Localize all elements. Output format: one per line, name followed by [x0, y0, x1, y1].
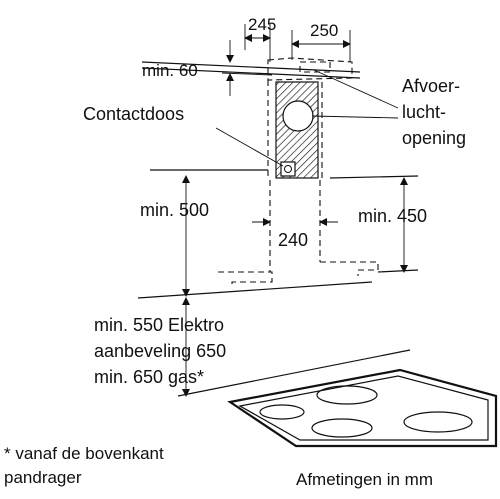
footnote-line2: pandrager	[4, 468, 82, 487]
min-500-label: min. 500	[140, 200, 209, 220]
exhaust-label-line1: Afvoer-	[402, 76, 460, 96]
exhaust-label-line3: opening	[402, 128, 466, 148]
ceiling	[141, 61, 361, 79]
dim-250-label: 250	[310, 21, 338, 40]
socket-label: Contactdoos	[83, 104, 184, 124]
clearance-label-line2: aanbeveling 650	[94, 341, 226, 361]
dim-240-label: 240	[278, 230, 308, 250]
hood-bottom-line	[137, 281, 373, 299]
top-dimensions	[244, 24, 351, 62]
exhaust-opening-icon	[282, 100, 314, 132]
min-450-dimension	[377, 177, 419, 273]
dim-245-label: 245	[248, 15, 276, 34]
chimney-duct	[267, 80, 323, 179]
chimney-cap	[267, 57, 353, 81]
burner-icon	[316, 385, 378, 405]
footnote-line1: * vanaf de bovenkant	[4, 444, 164, 463]
burner-icon	[311, 418, 373, 438]
burner-icon	[403, 411, 473, 433]
min-60-dimension	[221, 40, 273, 96]
units-label: Afmetingen in mm	[296, 470, 433, 489]
exhaust-label-line2: lucht-	[402, 102, 446, 122]
reference-lines	[150, 169, 419, 179]
cooktop	[177, 349, 498, 448]
burner-icon	[259, 404, 305, 420]
min-60-label: min. 60	[142, 61, 198, 80]
min-450-label: min. 450	[358, 206, 427, 226]
leader-lines	[215, 69, 399, 167]
clearance-label-line3: min. 650 gas*	[94, 367, 204, 387]
labels: 245 250 min. 60 Afvoer- lucht- opening C…	[4, 15, 466, 489]
clearance-label-line1: min. 550 Elektro	[94, 315, 224, 335]
